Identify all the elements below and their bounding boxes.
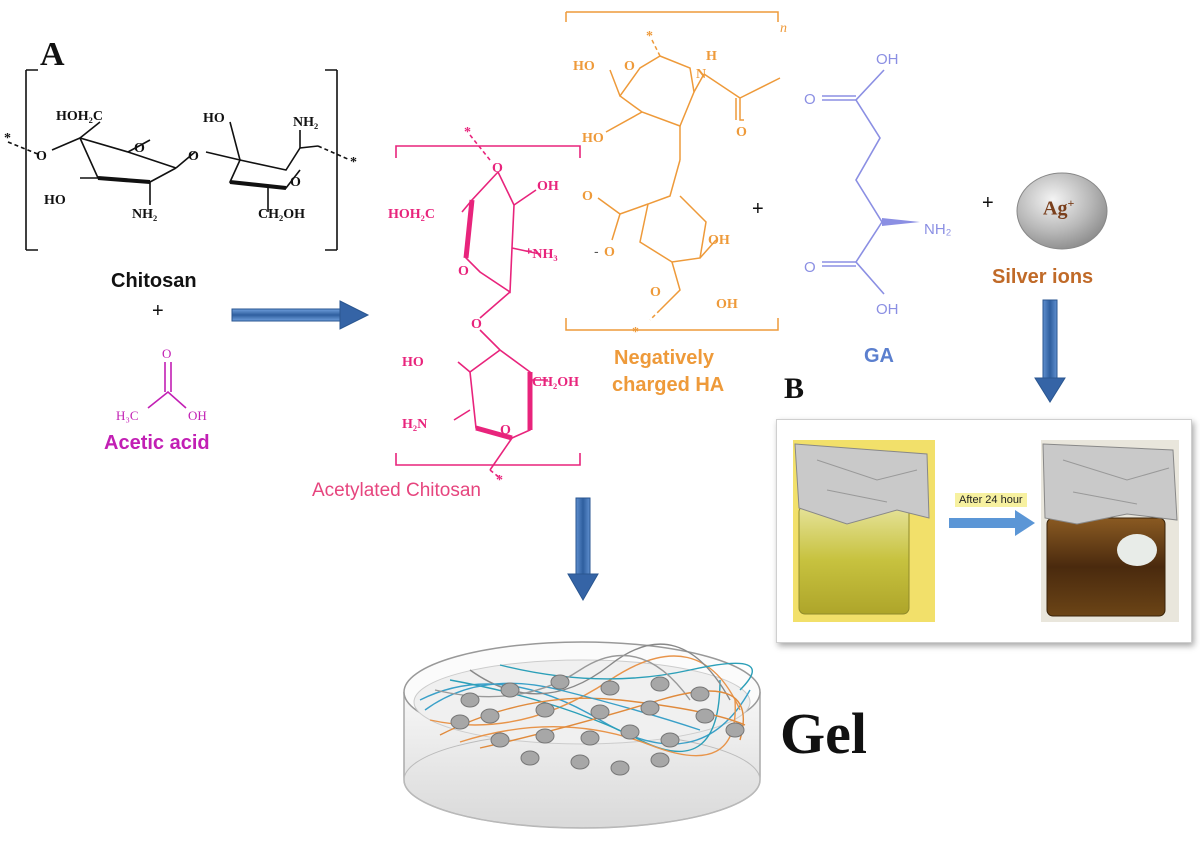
- jar-photos: [793, 440, 1179, 622]
- ac-ho: HO: [402, 355, 424, 370]
- ha-structure: [565, 11, 781, 331]
- ga-o-top: O: [804, 91, 816, 108]
- ha-star-top: *: [646, 29, 653, 44]
- acetylated-atoms: O OH HOH₂C ⁺NH₃ O O HO CH₂OH H₂N O * *: [388, 125, 579, 488]
- ha-oh1: OH: [708, 233, 730, 248]
- ha-o-minus: O: [604, 245, 615, 260]
- plus-sign-2: +: [752, 198, 764, 220]
- ha-h: H: [706, 49, 717, 64]
- ga-label: GA: [864, 345, 894, 367]
- ac-h2n: H₂N: [402, 417, 427, 432]
- panel-label-b: B: [784, 372, 805, 405]
- ga-nh2: NH₂: [924, 221, 952, 238]
- plus-sign-3: +: [982, 192, 994, 214]
- ha-n-repeat: n: [780, 21, 787, 36]
- arrow-silver-to-b: [1034, 299, 1066, 403]
- ha-label-line2: charged HA: [612, 374, 725, 396]
- gel-label: Gel: [780, 701, 867, 766]
- silver-ions-label: Silver ions: [992, 266, 1094, 288]
- ha-ho2: HO: [582, 131, 604, 146]
- acetylated-chitosan-structure: [395, 134, 581, 479]
- ga-structure: [822, 69, 920, 295]
- acetic-h3c: H₃C: [116, 408, 139, 423]
- ha-o-ring2: O: [650, 285, 661, 300]
- after-24-hour-label: After 24 hour: [955, 493, 1027, 507]
- ac-nh3: ⁺NH₃: [525, 247, 558, 262]
- ac-o-top: O: [492, 161, 503, 176]
- silver-ion-ball: [1016, 172, 1108, 250]
- ha-o-ring1: O: [624, 59, 635, 74]
- chit-ch2oh: CH₂OH: [258, 207, 305, 222]
- ha-atoms: HO O H N HO O O O OH O OH n * *: [573, 21, 787, 340]
- arrow-to-gel: [567, 497, 599, 602]
- chit-star-right: *: [350, 155, 357, 170]
- ga-oh-top: OH: [876, 51, 899, 68]
- plus-sign-1: +: [152, 300, 164, 322]
- ac-o-link: O: [471, 317, 482, 332]
- ga-o-bottom: O: [804, 259, 816, 276]
- acetylated-chitosan-label: Acetylated Chitosan: [312, 480, 481, 501]
- ag-symbol: Ag: [1043, 197, 1068, 220]
- chit-ho-top: HO: [203, 111, 225, 126]
- ag-ion-label: Ag+: [1043, 196, 1074, 221]
- chit-nh2-top: NH₂: [293, 115, 318, 130]
- gel-fibers: [419, 643, 753, 757]
- ha-label-line1: Negatively: [614, 347, 715, 369]
- chit-hoh2c: HOH₂C: [56, 109, 103, 124]
- acetic-o: O: [162, 346, 171, 361]
- chitosan-label: Chitosan: [111, 270, 197, 292]
- ac-o-ring1: O: [458, 264, 469, 279]
- ac-ch2oh: CH₂OH: [532, 375, 579, 390]
- chit-o-ring2: O: [290, 175, 301, 190]
- ac-oh: OH: [537, 179, 559, 194]
- chit-ho-left: HO: [44, 193, 66, 208]
- acetic-oh: OH: [188, 408, 207, 423]
- chit-o-ring1: O: [134, 141, 145, 156]
- chit-nh2-bottom: NH₂: [132, 207, 157, 222]
- ga-atoms: OH O NH₂ O OH: [804, 51, 952, 318]
- chitosan-structure: [7, 69, 351, 251]
- ac-star-bottom: *: [496, 473, 503, 488]
- ha-ho1: HO: [573, 59, 595, 74]
- panel-b-photos: [776, 419, 1192, 643]
- ha-o-acid: O: [582, 189, 593, 204]
- ha-o-carbonyl: O: [736, 125, 747, 140]
- silver-nanoparticles: [450, 674, 745, 776]
- acetic-acid-label: Acetic acid: [104, 432, 210, 454]
- chit-o-end: O: [36, 149, 47, 164]
- acetic-atoms: O H₃C OH: [116, 346, 207, 423]
- ag-charge: +: [1067, 196, 1075, 210]
- ha-oh2: OH: [716, 297, 738, 312]
- ac-star-top: *: [464, 125, 471, 140]
- ha-star-bottom: *: [632, 325, 639, 340]
- chit-o-link: O: [188, 149, 199, 164]
- chit-star-left: *: [4, 131, 11, 146]
- acetic-acid-structure: [147, 362, 187, 409]
- chitosan-atoms: HOH₂C HO NH₂ O O HO NH₂ O CH₂OH O * *: [4, 109, 357, 222]
- panel-label-a: A: [40, 36, 65, 73]
- ga-oh-bottom: OH: [876, 301, 899, 318]
- ac-minus: -: [594, 243, 599, 259]
- ac-o-ring2: O: [500, 423, 511, 438]
- ac-hoh2c: HOH₂C: [388, 207, 435, 222]
- arrow-to-acetylation: [231, 300, 370, 330]
- ha-n: N: [696, 67, 706, 82]
